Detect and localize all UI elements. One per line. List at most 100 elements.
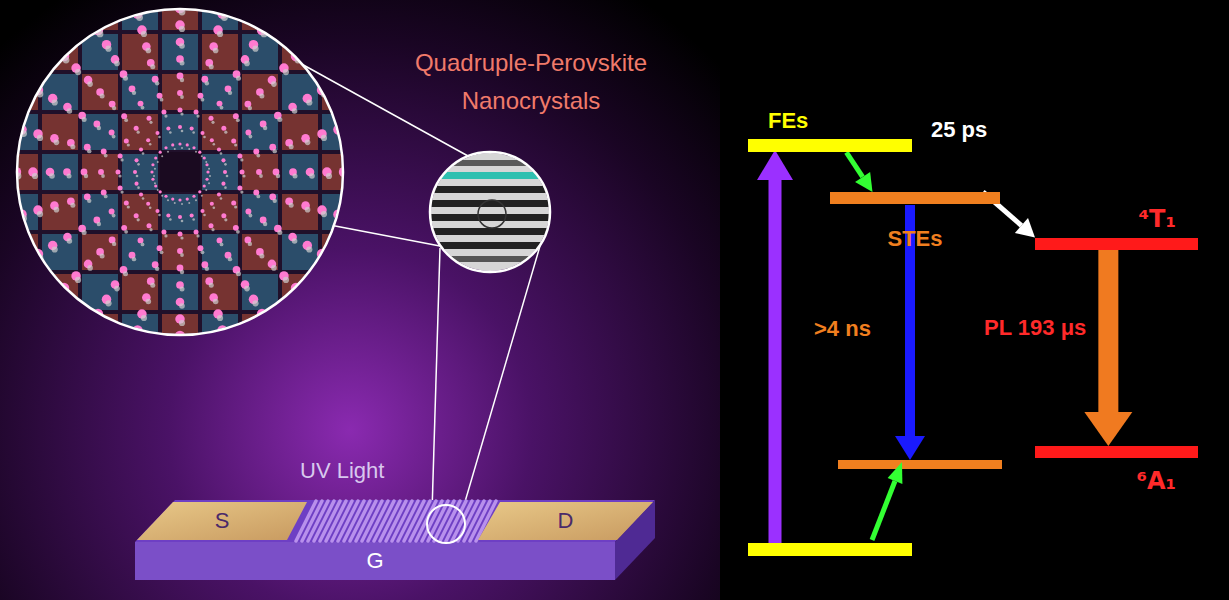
atom-dot <box>209 283 214 288</box>
octahedron-block <box>82 114 118 150</box>
atom-dot <box>245 130 251 136</box>
atom-dot <box>188 202 190 204</box>
atom-dot <box>194 229 199 234</box>
atom-dot <box>276 174 280 178</box>
arrowhead <box>1015 218 1035 237</box>
octahedron-block <box>282 314 318 350</box>
atom-dot <box>155 131 159 135</box>
atom-dot <box>164 234 167 237</box>
atom-dot <box>178 125 182 129</box>
octahedron-block <box>42 234 78 270</box>
atom-dot <box>112 106 116 110</box>
atom-dot <box>142 197 145 200</box>
atom-dot <box>164 115 167 118</box>
octahedron-block <box>82 74 118 110</box>
atom-dot <box>221 213 226 218</box>
ground-state-level <box>838 460 1002 469</box>
atom-dot <box>201 195 203 197</box>
octahedron-block <box>202 274 238 310</box>
atom-dot <box>224 163 227 166</box>
atom-dot <box>127 143 130 146</box>
atom-dot <box>180 253 184 257</box>
atom-dot <box>124 230 128 234</box>
atom-dot <box>127 205 130 208</box>
atom-dot <box>101 174 105 178</box>
octahedron-block <box>122 154 158 190</box>
atom-dot <box>233 113 239 119</box>
atom-dot <box>221 126 226 131</box>
atom-dot <box>49 173 55 179</box>
atom-dot <box>118 186 123 191</box>
atom-dot <box>67 238 73 244</box>
crystal-lattice <box>2 0 358 350</box>
atom-dot <box>118 153 123 158</box>
atom-dot <box>161 229 166 234</box>
atom-dot <box>98 169 104 175</box>
atom-dot <box>213 143 216 146</box>
atom-dot <box>234 143 237 146</box>
zoom-line <box>432 248 440 512</box>
relaxation-arrow <box>846 152 872 192</box>
atom-dot <box>149 121 152 124</box>
transition-time: 25 ps <box>931 117 987 143</box>
atom-dot <box>124 201 129 206</box>
octahedron-block <box>2 0 38 30</box>
atom-dot <box>292 108 298 114</box>
octahedron-block <box>322 154 358 190</box>
atom-dot <box>211 228 214 231</box>
atom-dot <box>153 175 155 177</box>
octahedron-block <box>82 274 118 310</box>
energy-bar <box>830 192 1000 204</box>
atom-dot <box>273 149 277 153</box>
octahedron-block <box>42 194 78 230</box>
atom-dot <box>209 223 214 228</box>
atom-dot <box>231 201 236 206</box>
terminal-label: G <box>366 548 383 574</box>
atom-dot <box>137 186 140 189</box>
atom-dot <box>220 243 224 247</box>
atom-dot <box>97 126 101 130</box>
atom-dot <box>228 257 232 261</box>
crystal-structure <box>2 0 358 350</box>
atom-dot <box>236 118 240 122</box>
nanowires <box>296 501 496 541</box>
substrate-front <box>135 542 615 580</box>
atom-dot <box>180 112 183 115</box>
atom-dot <box>203 184 206 187</box>
tem-stripe <box>430 242 550 249</box>
atom-dot <box>179 337 186 344</box>
atom-dot <box>146 138 150 142</box>
atom-dot <box>248 242 252 246</box>
atom-dot <box>121 158 124 161</box>
atom-dot <box>259 174 263 178</box>
zoom-circle <box>427 505 465 543</box>
atom-dot <box>240 170 245 175</box>
octahedron-block <box>122 194 158 230</box>
atom-dot <box>217 31 223 37</box>
atom-dot <box>70 203 75 208</box>
octahedron-block <box>162 0 198 30</box>
atom-dot <box>159 151 162 154</box>
transition-time: PL 193 μs <box>984 315 1086 341</box>
octahedron-block <box>242 34 278 70</box>
atom-dot <box>75 69 81 75</box>
atom-dot <box>141 243 145 247</box>
atom-dot <box>292 238 298 244</box>
atom-dot <box>155 267 159 271</box>
atom-dot <box>112 242 116 246</box>
atom-dot <box>160 250 164 254</box>
excitation-arrowhead <box>757 150 793 180</box>
atom-dot <box>138 101 144 107</box>
atom-dot <box>84 174 88 178</box>
atom-dot <box>240 190 243 193</box>
atom-dot <box>149 228 152 231</box>
atom-dot <box>105 46 111 52</box>
octahedron-block <box>282 74 318 110</box>
atom-dot <box>237 153 242 158</box>
atom-dot <box>70 144 75 149</box>
relaxation-arrowhead <box>888 462 903 484</box>
atom-dot <box>283 277 289 283</box>
atom-dot <box>154 184 157 187</box>
atom-dot <box>164 146 167 149</box>
title: Quadruple-Perovskite Nanocrystals <box>400 44 662 120</box>
